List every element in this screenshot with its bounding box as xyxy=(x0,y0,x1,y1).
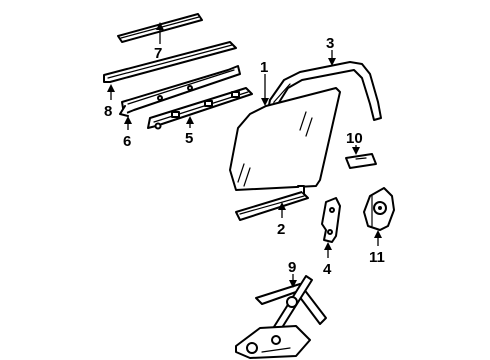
part-1-door-glass xyxy=(229,87,341,191)
part-8-belt-molding xyxy=(103,41,237,83)
callout-8: 8 xyxy=(104,103,112,120)
callout-3: 3 xyxy=(326,35,334,52)
part-5-glass-channel xyxy=(147,87,253,130)
part-10-switch xyxy=(345,153,377,169)
part-11-motor xyxy=(363,187,395,231)
callout-10: 10 xyxy=(346,130,363,147)
callout-5: 5 xyxy=(185,130,193,147)
part-4-bracket xyxy=(321,197,341,243)
part-2-lower-channel xyxy=(235,185,309,221)
part-6-inner-seal xyxy=(119,65,241,117)
callout-11: 11 xyxy=(369,249,385,266)
part-9-regulator xyxy=(235,275,327,359)
leader-lines xyxy=(107,22,382,288)
callout-6: 6 xyxy=(123,133,131,150)
callout-2: 2 xyxy=(277,221,285,238)
callout-9: 9 xyxy=(288,259,296,276)
callout-4: 4 xyxy=(323,261,332,278)
callout-1: 1 xyxy=(260,59,268,76)
callout-7: 7 xyxy=(154,45,162,62)
